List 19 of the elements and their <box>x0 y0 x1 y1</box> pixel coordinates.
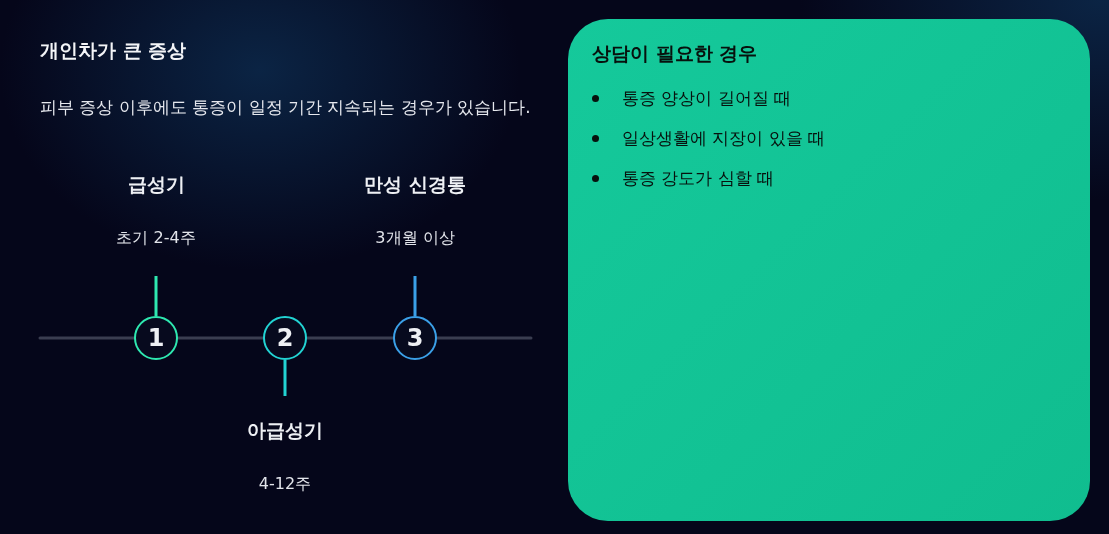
description-text: 피부 증상 이후에도 통증이 일정 기간 지속되는 경우가 있습니다. <box>40 96 532 119</box>
stage-title: 만성 신경통 <box>364 172 466 197</box>
list-item: 일상생활에 지장이 있을 때 <box>592 125 1066 151</box>
connector-line <box>154 276 158 316</box>
connector-line <box>283 360 287 396</box>
stage-duration: 3개월 이상 <box>375 228 455 249</box>
stage-duration: 초기 2-4주 <box>116 228 196 249</box>
list-item: 통증 강도가 심할 때 <box>592 165 1066 191</box>
connector-line <box>413 276 417 316</box>
stage-title: 아급성기 <box>247 418 323 443</box>
step-circle: 3 <box>393 316 437 360</box>
list-item: 통증 양상이 길어질 때 <box>592 85 1066 111</box>
stage-title: 급성기 <box>127 172 185 197</box>
heading: 개인차가 큰 증상 <box>40 38 187 63</box>
step-circle: 2 <box>263 316 307 360</box>
card-heading: 상담이 필요한 경우 <box>592 41 759 66</box>
info-card <box>568 19 1090 521</box>
step-circle: 1 <box>134 316 178 360</box>
stage-duration: 4-12주 <box>258 474 312 495</box>
